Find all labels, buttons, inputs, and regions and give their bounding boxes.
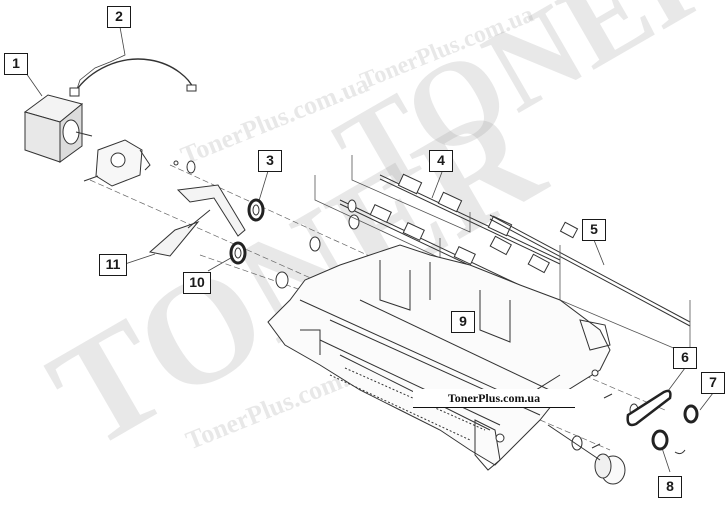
callout-7: 7 <box>701 372 725 394</box>
callout-9: 9 <box>451 311 475 333</box>
callout-1: 1 <box>4 53 28 75</box>
callout-6: 6 <box>673 347 697 369</box>
callout-11: 11 <box>99 254 127 276</box>
motor-bracket <box>83 139 151 187</box>
callout-2: 2 <box>107 6 131 28</box>
callout-5: 5 <box>582 219 606 241</box>
bracket-plate <box>314 155 691 356</box>
callout-3: 3 <box>258 150 282 172</box>
gear <box>229 241 247 265</box>
knob <box>594 453 626 485</box>
lever <box>148 184 246 257</box>
gear <box>651 429 669 451</box>
main-frame <box>267 244 611 471</box>
gear <box>683 404 699 424</box>
roller-shaft <box>339 199 531 295</box>
drive-belt <box>626 389 672 427</box>
site-banner: TonerPlus.com.ua <box>413 389 575 408</box>
gear <box>247 198 265 222</box>
callout-10: 10 <box>183 272 211 294</box>
callout-4: 4 <box>429 150 453 172</box>
cable <box>74 58 194 93</box>
leader-lines <box>25 26 714 473</box>
cable-connector <box>186 84 197 92</box>
motor <box>23 94 93 163</box>
cable-connector <box>69 87 80 97</box>
callout-8: 8 <box>658 476 682 498</box>
roller-shaft <box>489 214 691 327</box>
